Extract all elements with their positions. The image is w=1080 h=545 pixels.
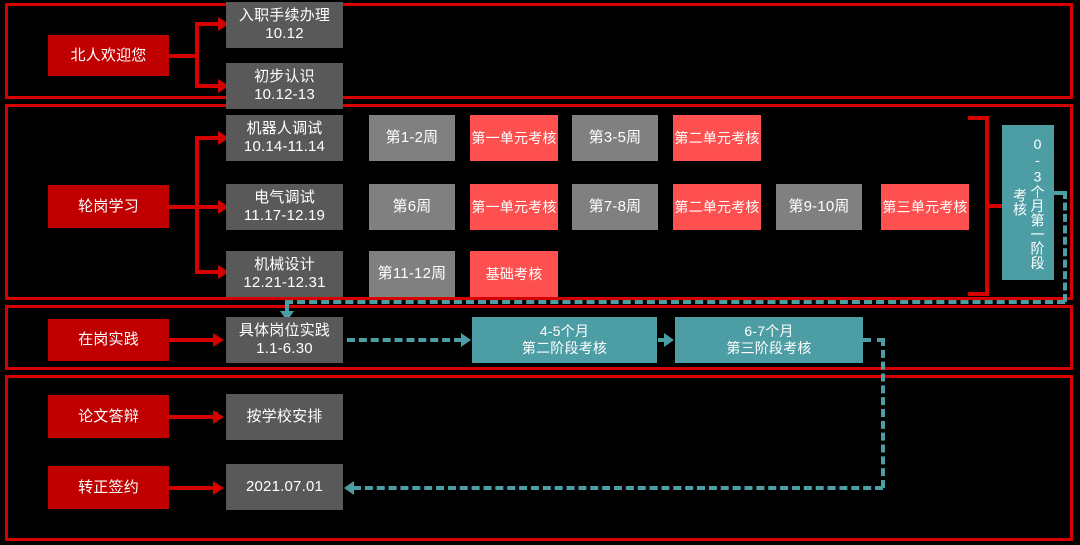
- step-rotation-0-2[interactable]: 第3-5周: [572, 115, 658, 161]
- step-rotation-1-0[interactable]: 第6周: [369, 184, 455, 230]
- step-rotation-0-0[interactable]: 第1-2周: [369, 115, 455, 161]
- arrow-thesis: [213, 410, 224, 424]
- step-rotation-1-4[interactable]: 第9-10周: [776, 184, 862, 230]
- task-practice[interactable]: 具体岗位实践 1.1-6.30: [226, 317, 343, 363]
- task-rotation-1[interactable]: 电气调试 11.17-12.19: [226, 184, 343, 230]
- step-rotation-2-1[interactable]: 基础考核: [470, 251, 558, 297]
- step-rotation-0-1[interactable]: 第一单元考核: [470, 115, 558, 161]
- section-title-rotation[interactable]: 轮岗学习: [48, 185, 169, 228]
- teal-practice-to-m0: [347, 338, 462, 342]
- teal-m0-to-m1: [658, 338, 668, 342]
- section-title-practice[interactable]: 在岗实践: [48, 319, 169, 361]
- arrow-rotation-row0: [218, 131, 229, 145]
- connector-rotation-riser: [195, 136, 199, 272]
- bracket-rotation-bot: [968, 292, 989, 296]
- task-onboarding-0[interactable]: 入职手续办理 10.12: [226, 2, 343, 48]
- step-rotation-1-5[interactable]: 第三单元考核: [881, 184, 969, 230]
- section-frame-onboarding: [5, 3, 1073, 99]
- teal-arrow-into-signing: [344, 481, 354, 495]
- connector-practice-stem: [169, 338, 215, 342]
- arrow-practice: [213, 333, 224, 347]
- connector-onboarding-riser: [195, 22, 199, 88]
- step-rotation-0-3[interactable]: 第二单元考核: [673, 115, 761, 161]
- connector-thesis: [169, 415, 215, 419]
- connector-rotation-row1: [195, 205, 220, 209]
- teal-arrow-m1: [664, 333, 674, 347]
- arrow-rotation-row1: [218, 200, 229, 214]
- connector-rotation-row0: [195, 136, 220, 140]
- step-rotation-1-2[interactable]: 第7-8周: [572, 184, 658, 230]
- connector-onboarding-top: [195, 22, 220, 26]
- section-frame-closing: [5, 375, 1073, 541]
- section-title-thesis[interactable]: 论文答辩: [48, 395, 169, 438]
- teal-route-a-drop: [285, 300, 289, 314]
- milestone-practice-1[interactable]: 6-7个月 第三阶段考核: [675, 317, 863, 363]
- teal-route-a-out: [1054, 191, 1067, 195]
- task-signing[interactable]: 2021.07.01: [226, 464, 343, 510]
- step-rotation-1-1[interactable]: 第一单元考核: [470, 184, 558, 230]
- task-rotation-2[interactable]: 机械设计 12.21-12.31: [226, 251, 343, 297]
- task-rotation-0[interactable]: 机器人调试 10.14-11.14: [226, 115, 343, 161]
- milestone-practice-0[interactable]: 4-5个月 第二阶段考核: [472, 317, 657, 363]
- arrow-signing: [213, 481, 224, 495]
- connector-rotation-stem: [169, 205, 197, 209]
- connector-onboarding-bottom: [195, 84, 220, 88]
- connector-onboarding-stem: [169, 54, 197, 58]
- arrow-onboarding-top: [218, 17, 229, 31]
- step-rotation-2-0[interactable]: 第11-12周: [369, 251, 455, 297]
- teal-arrow-into-practice: [280, 311, 294, 321]
- section-title-onboarding[interactable]: 北人欢迎您: [48, 35, 169, 76]
- arrow-rotation-row2: [218, 265, 229, 279]
- connector-signing: [169, 486, 215, 490]
- connector-rotation-row2: [195, 270, 220, 274]
- teal-route-b-down: [881, 338, 885, 488]
- section-frame-practice: [5, 305, 1073, 370]
- milestone-rotation[interactable]: 0-3个月第一阶段考核: [1002, 125, 1054, 280]
- teal-arrow-m0: [461, 333, 471, 347]
- arrow-onboarding-bottom: [218, 79, 229, 93]
- task-onboarding-1[interactable]: 初步认识 10.12-13: [226, 63, 343, 109]
- task-thesis[interactable]: 按学校安排: [226, 394, 343, 440]
- teal-route-b-out: [863, 338, 885, 342]
- bracket-rotation-mid: [985, 204, 1006, 208]
- teal-route-b-back: [353, 486, 883, 490]
- section-title-signing[interactable]: 转正签约: [48, 466, 169, 509]
- teal-route-a-down: [1063, 191, 1067, 302]
- step-rotation-1-3[interactable]: 第二单元考核: [673, 184, 761, 230]
- teal-route-a-back: [285, 300, 1065, 304]
- section-frame-rotation: [5, 104, 1073, 300]
- bracket-rotation-top: [968, 116, 989, 120]
